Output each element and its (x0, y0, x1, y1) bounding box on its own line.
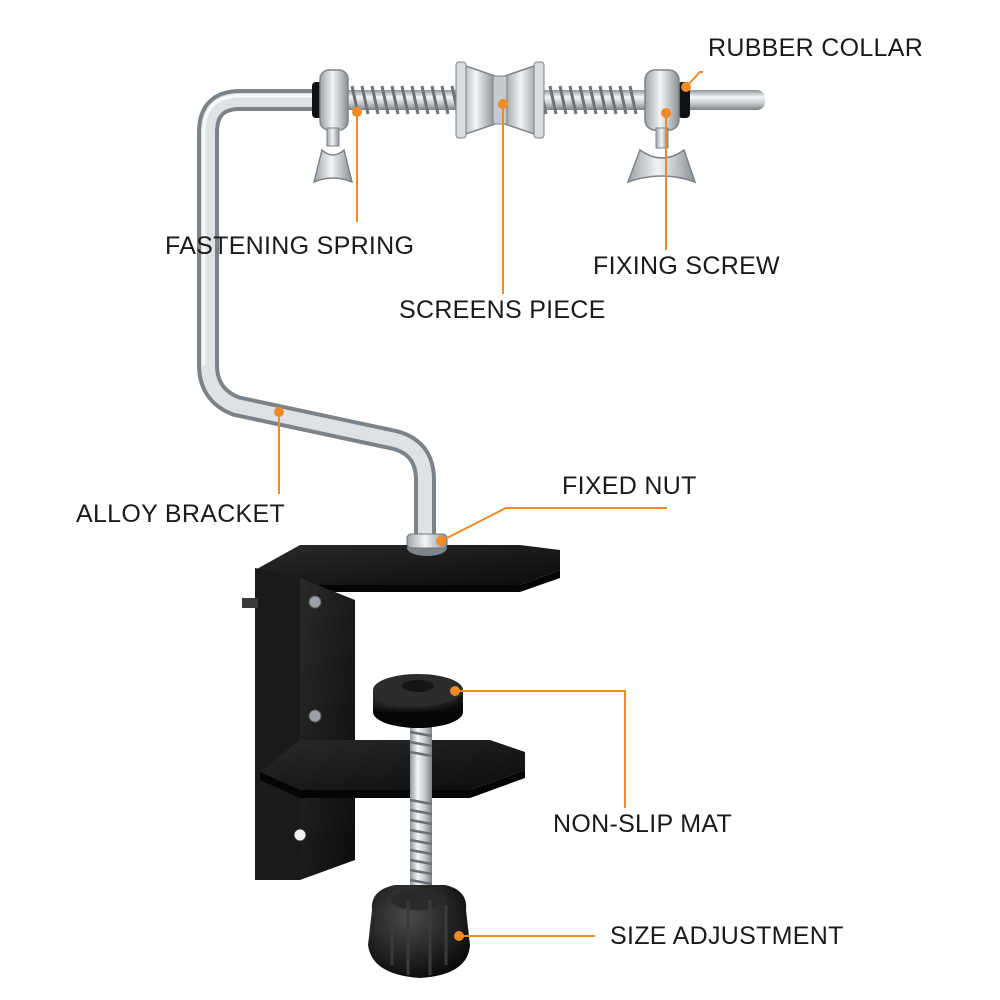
left-collar (312, 69, 354, 184)
label-fastening-spring: FASTENING SPRING (165, 232, 415, 260)
leader-rubber-collar (685, 71, 703, 88)
label-fixed-nut: FIXED NUT (562, 472, 697, 500)
non-slip-mat (373, 674, 463, 728)
leader-fixed-nut (440, 507, 667, 542)
leader-lines (278, 71, 703, 937)
label-size-adjustment: SIZE ADJUSTMENT (610, 922, 844, 950)
label-alloy-bracket: ALLOY BRACKET (76, 500, 286, 528)
leader-non-slip-mat (455, 690, 626, 808)
label-screens-piece: SCREENS PIECE (399, 296, 606, 324)
label-fixing-screw: FIXING SCREW (593, 252, 780, 280)
alloy-bracket (197, 89, 436, 546)
screens-piece (455, 61, 545, 139)
leader-dots (274, 82, 691, 941)
fastening-spring-left (350, 85, 460, 115)
label-non-slip-mat: NON-SLIP MAT (553, 810, 733, 838)
label-rubber-collar: RUBBER COLLAR (708, 34, 924, 62)
c-clamp (242, 533, 560, 880)
size-adjustment-knob (368, 885, 470, 978)
